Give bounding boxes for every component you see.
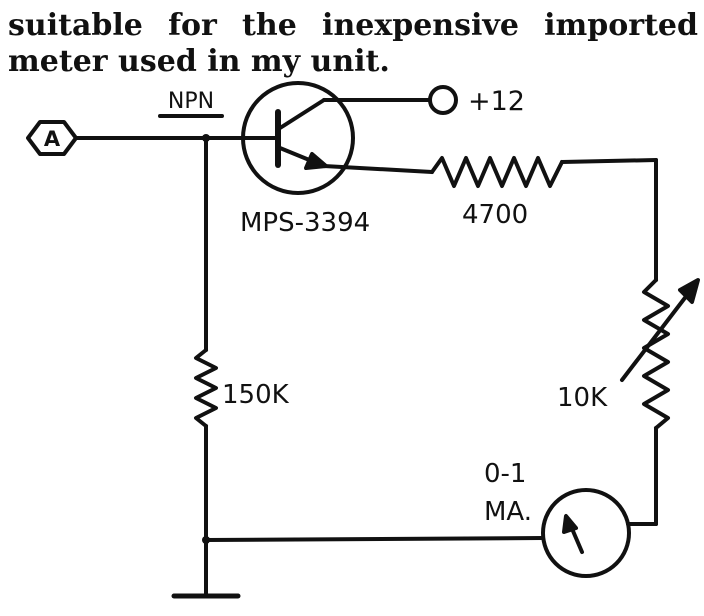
bottom-wire [204,536,545,542]
base-resistor-label: 150K [222,380,290,410]
emitter-arrow [304,152,328,170]
input-terminal-label: A [44,127,61,151]
pot-wiper-arrow-head [678,278,700,304]
meter-unit-label: MA. [484,497,532,527]
transistor-collector [278,98,326,130]
supply-label: +12 [468,86,525,117]
meter-needle-head [562,514,578,534]
caption-line-1: suitable for the inexpensive imported [8,8,698,43]
resistor-4700-symbol [430,156,564,188]
transistor-part-label: MPS-3394 [240,208,370,238]
transistor-type-label: NPN [168,89,214,114]
meter-range-label: 0-1 [484,459,526,489]
pot-10k-symbol [642,278,670,430]
junction-dot-bottom [202,536,210,544]
junction-dot [202,134,210,142]
emitter-resistor-label: 4700 [462,200,528,230]
supply-terminal-symbol [428,85,458,115]
resistor-150k-symbol [194,348,218,428]
transistor-body [241,81,355,195]
emitter-wire [322,164,434,174]
pot-wiper-arrow-line [620,284,696,382]
caption-text: suitable for the inexpensive imported me… [8,8,698,80]
meter-symbol [541,488,631,578]
caption-line-2: meter used in my unit. [8,44,390,79]
emitter-resistor-wire [560,158,658,164]
pot-label: 10K [557,383,608,413]
